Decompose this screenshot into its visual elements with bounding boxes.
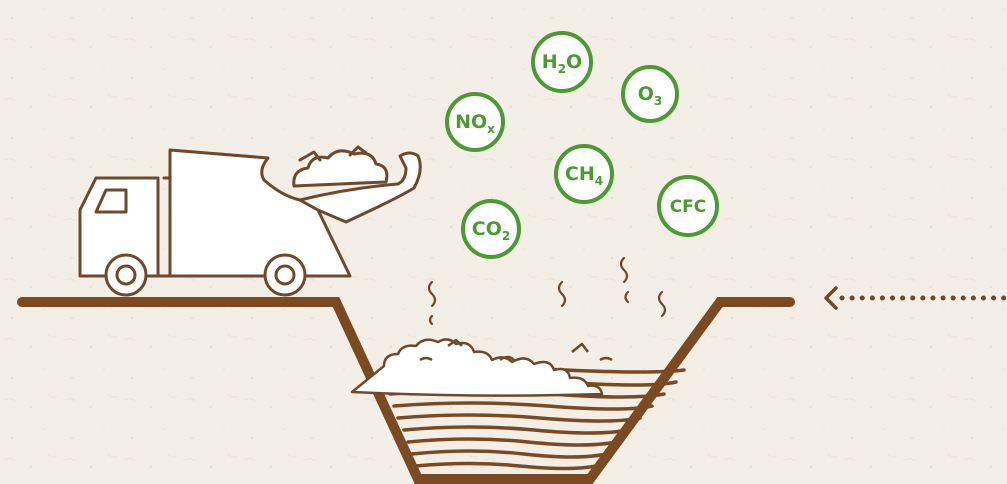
gas-ch4-circle — [554, 144, 614, 204]
truck-rear-wheel — [263, 253, 307, 297]
gas-co2-circle — [461, 199, 521, 259]
ground-line — [17, 297, 795, 484]
gas-co2-label: CO2 — [472, 218, 510, 243]
truck-lifter — [298, 151, 422, 224]
truck-trash-icon — [292, 145, 389, 188]
gas-ch4-label: CH4 — [565, 163, 603, 188]
dotted-arrow-icon — [824, 286, 1007, 310]
gas-cfc-circle — [657, 175, 719, 237]
gas-ch4-bubble: CH4 — [554, 144, 614, 204]
gas-h2o-bubble: H2O — [531, 31, 593, 93]
gas-cfc-bubble: CFC — [657, 175, 719, 237]
gas-o3-bubble: O3 — [621, 65, 679, 123]
gas-h2o-circle — [531, 31, 593, 93]
truck-front-wheel — [104, 253, 148, 297]
odor-wave-icon — [427, 256, 667, 326]
gas-nox-label: NOx — [455, 111, 495, 136]
gas-o3-label: O3 — [638, 83, 663, 108]
gas-o3-circle — [621, 65, 679, 123]
gas-h2o-label: H2O — [542, 51, 582, 76]
trash-bag-icon — [350, 338, 613, 397]
gas-cfc-label: CFC — [670, 197, 707, 217]
gas-nox-bubble: NOx — [445, 92, 505, 152]
garbage-truck-icon — [78, 145, 422, 297]
gas-nox-circle — [445, 92, 505, 152]
gas-co2-bubble: CO2 — [461, 199, 521, 259]
truck-window — [94, 188, 128, 214]
